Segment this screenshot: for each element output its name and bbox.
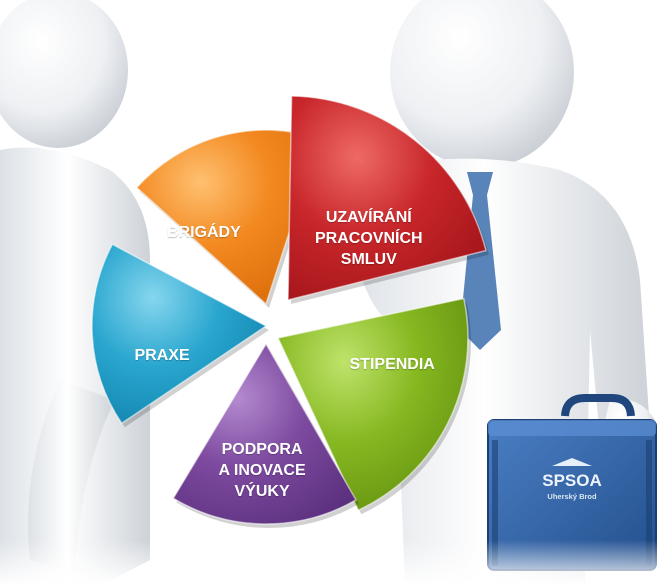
briefcase: SPSOA Uherský Brod: [487, 394, 657, 571]
briefcase-logo-roof: [552, 458, 592, 466]
segmented-circle: [91, 95, 489, 529]
right-figure-head: [390, 0, 574, 168]
tie-icon: [460, 172, 501, 350]
left-figure-head: [0, 0, 128, 148]
segment-label-brigady: BRIGÁDY: [167, 223, 241, 241]
briefcase-logo-title: SPSOA: [542, 471, 602, 490]
floor-fade: [0, 540, 668, 586]
segment-uzavirani: [287, 95, 487, 301]
segment-stipendia: [276, 297, 469, 512]
segment-podpora: [172, 342, 358, 525]
briefcase-logo-subtitle: Uherský Brod: [547, 492, 597, 501]
briefcase-handle: [561, 394, 635, 417]
segment-label-stipendia: STIPENDIA: [349, 355, 435, 373]
segment-label-praxe: PRAXE: [134, 346, 190, 364]
segment-praxe: [91, 243, 268, 425]
left-figure-leg: [28, 380, 115, 575]
